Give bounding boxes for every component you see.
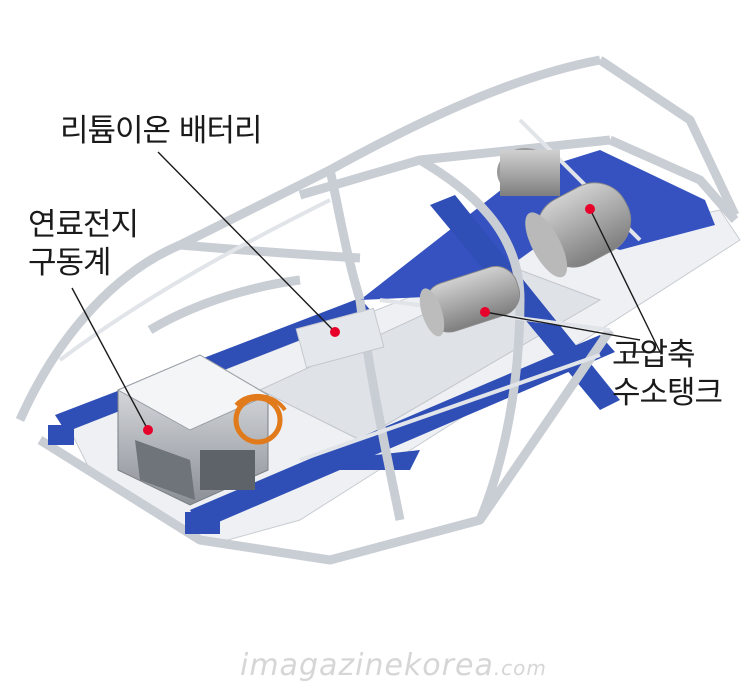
leader-battery (157, 151, 336, 333)
tank-center (419, 265, 521, 337)
watermark-suffix: .com (493, 656, 547, 680)
marker-fuelcell (143, 425, 153, 435)
markers (143, 204, 595, 435)
marker-tank-center (480, 307, 490, 317)
hydrogen-tanks (419, 148, 632, 337)
frame-rail-right (190, 335, 615, 530)
label-line: 수소탱크 (612, 375, 723, 411)
label-line: 리튬이온 배터리 (60, 113, 262, 149)
marker-tank-large (585, 204, 595, 214)
label-line: 연료전지 (28, 207, 139, 243)
fuel-cell-drivetrain (48, 354, 287, 534)
leader-tank (589, 208, 662, 353)
battery-pack (295, 307, 385, 369)
tank-large (525, 182, 632, 278)
label-fuel-cell-drivetrain: 연료전지 구동계 (28, 206, 139, 282)
leader-tank-center (484, 311, 641, 341)
label-line: 구동계 (28, 245, 112, 281)
leader-fuelcell (71, 287, 149, 431)
marker-battery (330, 327, 340, 337)
watermark: imagazinekorea.com (240, 648, 547, 683)
label-lithium-ion-battery: 리튬이온 배터리 (60, 112, 262, 150)
leader-lines (71, 151, 662, 431)
watermark-main: imagazinekorea (240, 648, 494, 683)
label-hydrogen-tank: 고압축 수소탱크 (612, 336, 723, 412)
label-line: 고압축 (612, 337, 696, 373)
tank-rear (497, 148, 560, 196)
